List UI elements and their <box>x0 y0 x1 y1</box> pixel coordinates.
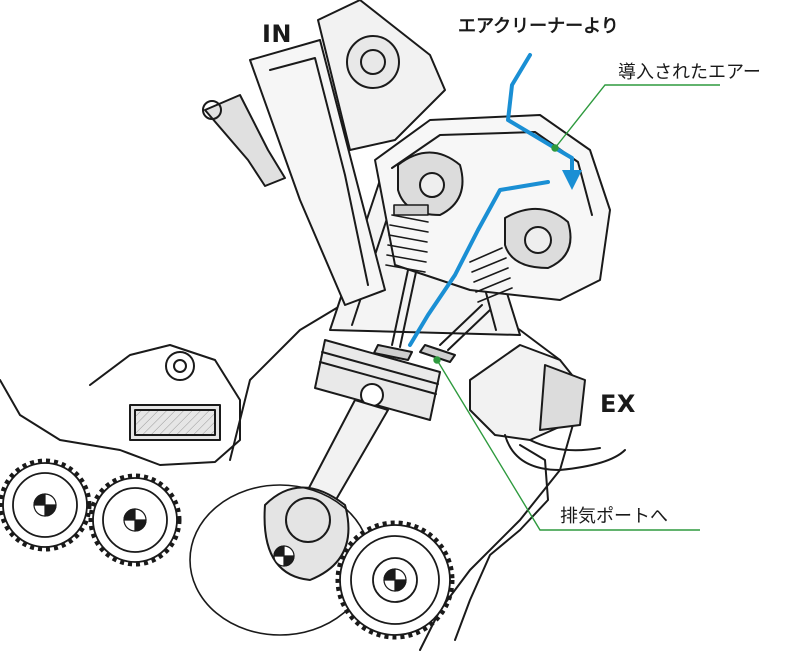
center-mark-2 <box>123 508 147 532</box>
airbox-boss-inner <box>360 49 386 75</box>
piston <box>314 339 441 421</box>
intake-valve-spring <box>385 204 429 273</box>
center-mark-4 <box>383 568 407 592</box>
label-exhaust: EX <box>600 390 636 418</box>
right-case <box>454 444 549 641</box>
label-introduced-air: 導入されたエアー <box>618 62 761 83</box>
crankcase-outline <box>229 269 581 651</box>
air-flow-inlet <box>506 53 582 190</box>
exhaust-valve-spring <box>469 247 513 303</box>
intake-tract <box>249 39 386 306</box>
exhaust-valve-stem <box>439 304 491 351</box>
leader-exhaust-port <box>436 359 700 531</box>
label-intake: IN <box>262 20 293 48</box>
air-flow-path <box>408 53 582 347</box>
exhaust-cam-center <box>524 226 552 254</box>
fuel-injector <box>204 94 286 187</box>
intake-valve-head <box>373 344 413 361</box>
center-mark-1 <box>33 493 57 517</box>
center-mark-3 <box>273 545 295 567</box>
left-case-boss <box>165 351 195 381</box>
intake-tract-inner <box>269 57 369 286</box>
piston-rings <box>319 351 439 395</box>
airbox-boss <box>346 35 400 89</box>
air-flow-to-port <box>408 180 550 347</box>
exhaust-pipe-tail-2 <box>529 439 601 452</box>
left-case <box>0 344 241 466</box>
leader-lines <box>433 84 720 531</box>
exhaust-valve-head <box>419 344 456 363</box>
label-air-source: エアクリーナーより <box>458 16 619 37</box>
intake-cam-center <box>419 172 445 198</box>
big-end-bolt <box>285 497 331 543</box>
exhaust-pipe-flange <box>539 364 586 431</box>
left-case-boss-inner <box>173 359 187 373</box>
injector-connector <box>202 100 222 120</box>
gears <box>2 462 451 636</box>
exhaust-pipe-tail <box>504 434 626 471</box>
intake-valve-stem <box>391 269 417 348</box>
head-cover-inner <box>391 131 593 216</box>
label-to-exhaust-port: 排気ポートへ <box>560 506 668 527</box>
leader-introduced-air <box>554 84 720 149</box>
left-case-hatch <box>134 409 216 436</box>
center-marks <box>33 493 407 592</box>
gear-teeth <box>0 458 455 640</box>
